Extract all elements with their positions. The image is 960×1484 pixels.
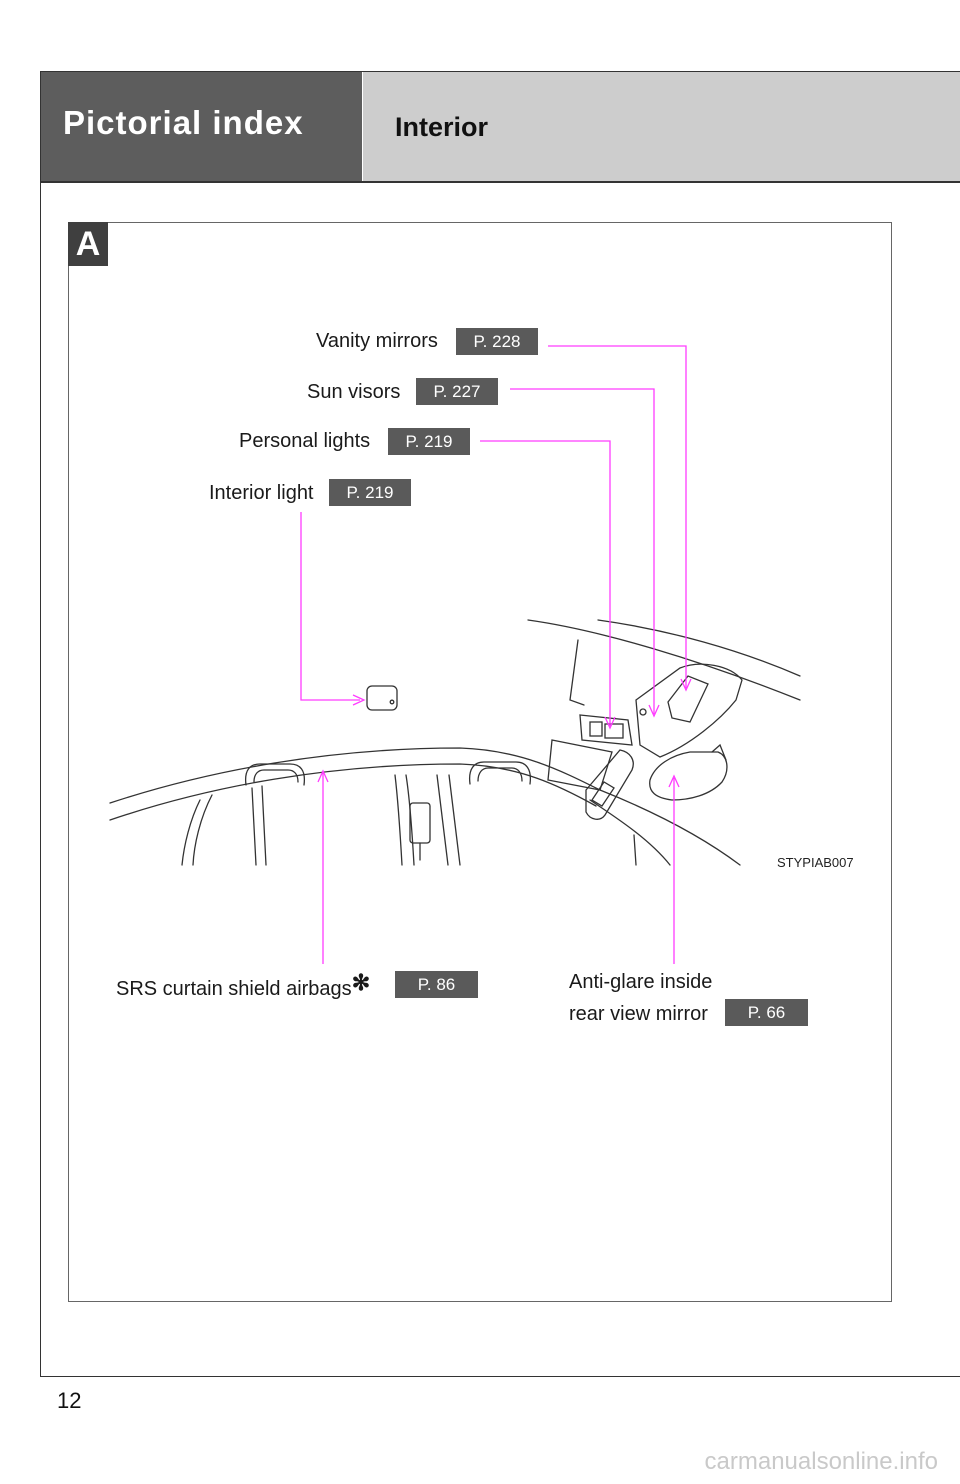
interior-light-ref[interactable]: P. 219 [329,479,411,506]
watermark: carmanualsonline.info [704,1448,938,1475]
mirror-ref[interactable]: P. 66 [725,999,808,1026]
section-title: Pictorial index [63,104,304,141]
srs-airbags-ref[interactable]: P. 86 [395,971,478,998]
srs-airbags-label: SRS curtain shield airbags✻ [116,970,370,1001]
asterisk-icon: ✻ [351,970,371,995]
sun-visors-ref[interactable]: P. 227 [416,378,498,405]
srs-airbags-text: SRS curtain shield airbags [116,978,352,1000]
sun-visors-label: Sun visors [307,381,401,403]
page-frame [40,71,960,1377]
illustration-code: STYPIAB007 [777,855,854,870]
mirror-label-line1: Anti-glare inside [569,971,713,993]
page-number: 12 [57,1388,82,1413]
header-divider [41,181,960,183]
section-header: Pictorial index [41,72,362,181]
personal-lights-ref[interactable]: P. 219 [388,428,470,455]
subsection-header: Interior [363,72,960,181]
subsection-title: Interior [395,112,489,142]
personal-lights-label: Personal lights [239,430,371,452]
mirror-label-line2: rear view mirror [569,1003,708,1025]
interior-light-label: Interior light [209,482,314,504]
vanity-mirrors-label: Vanity mirrors [316,330,438,352]
section-badge: A [68,222,108,266]
vanity-mirrors-ref[interactable]: P. 228 [456,328,538,355]
